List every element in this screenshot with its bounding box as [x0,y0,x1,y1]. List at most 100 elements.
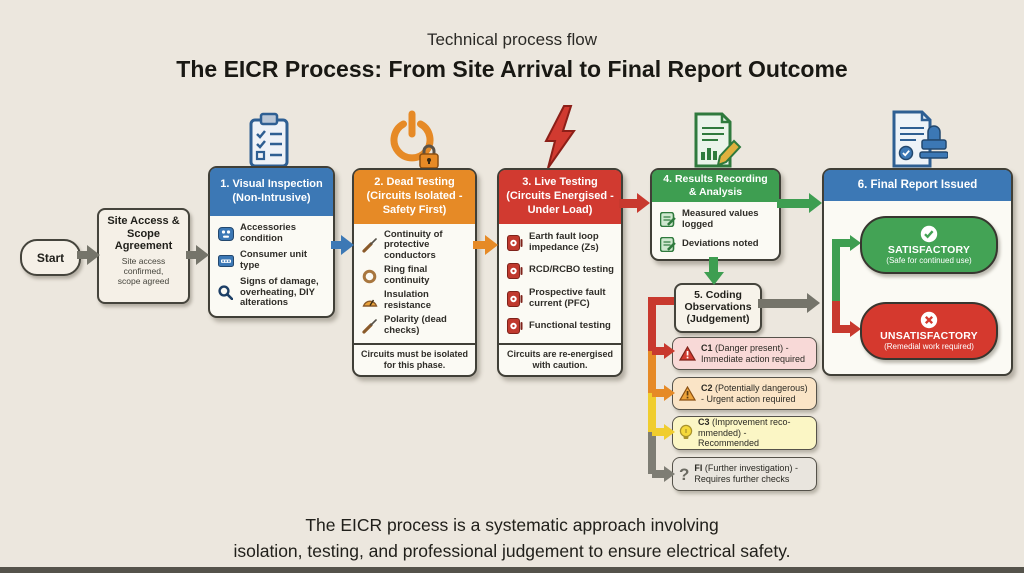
list-item-text: Earth fault loop impedance (Zs) [529,231,599,254]
arrow-stage4-to-stage5 [709,257,718,273]
arrow-stage1-to-stage2 [331,241,341,249]
list-item-text: Ring final continuity [384,264,430,287]
code-box-fi: ? FI (Further investigation) - Requires … [672,457,817,491]
unsatisfactory-label: UNSATISFACTORY [880,330,978,342]
check-circle-icon [920,225,938,243]
x-circle-icon [920,311,938,329]
warning-triangle-orange-icon [679,386,696,401]
arrow-stage2-to-stage3-head [485,235,498,255]
bottom-bar [0,567,1024,573]
connector-satisfactory-stub [832,239,852,247]
connector-unsatisfactory [832,301,840,329]
stage-5-title: 5. Coding Observations (Judgement) [684,289,752,326]
connector-unsatisfactory-stub [832,325,852,333]
arrow-site-to-stage1-head [196,245,209,265]
list-item: Continuity of protective conductors [361,228,468,263]
stage-2-header: 2. Dead Testing (Circuits Isolated - Saf… [354,170,475,224]
stage-3-live-testing: 3. Live Testing (Circuits Energised - Un… [497,168,623,377]
question-mark-icon: ? [679,464,690,484]
arrow-to-c1-head [664,343,675,359]
list-item: Deviations noted [659,236,772,252]
list-item-text: Deviations noted [682,237,759,249]
stage-1-visual-inspection: 1. Visual Inspection (Non-Intrusive) Acc… [208,166,335,318]
list-item-text: Consumer unit type [240,248,308,271]
code-c3-text: C3 (Improvement reco- mmended) - Recomme… [698,416,791,449]
stage-1-items: Accessories condition Consumer unit type… [210,216,333,316]
document-stamp-icon [892,110,948,168]
arrow-to-c3-head [664,424,675,440]
note-pencil-icon [659,236,676,252]
socket-icon [217,226,234,241]
stage-5-coding-observations: 5. Coding Observations (Judgement) [674,283,762,333]
arrow-to-c1 [652,347,664,355]
arrow-stage3-to-stage4 [619,199,637,208]
arrow-stage5-to-stage6-head [807,293,820,313]
arrow-start-to-site-head [87,245,100,265]
lightning-icon [544,105,576,169]
stage-4-results-recording: 4. Results Recording & Analysis Measured… [650,168,781,261]
list-item: Accessories condition [217,221,326,245]
bottom-caption: The EICR process is a systematic approac… [233,515,791,562]
magnifier-icon [217,285,234,301]
site-access-title: Site Access & Scope Agreement [107,215,180,253]
arrow-site-to-stage1 [186,251,196,259]
arrow-to-c2-head [664,385,675,401]
multimeter-icon [506,235,523,252]
list-item-text: Continuity of protective conductors [384,228,443,262]
stage-2-dead-testing: 2. Dead Testing (Circuits Isolated - Saf… [352,168,477,377]
list-item: Consumer unit type [217,248,326,272]
unsatisfactory-sub: (Remedial work required) [884,342,974,351]
arrow-stage4-to-stage6 [777,199,809,208]
satisfactory-sub: (Safe for continued use) [886,256,972,265]
code-box-c3: C3 (Improvement reco- mmended) - Recomme… [672,416,817,450]
coding-branch-top [650,297,674,305]
site-access-box: Site Access & Scope Agreement Site acces… [97,208,190,304]
connector-satisfactory [832,239,840,301]
arrow-stage3-to-stage4-head [637,193,650,213]
page-title: The EICR Process: From Site Arrival to F… [176,56,848,82]
arrow-stage4-to-stage5-head [704,272,724,285]
probe-icon [361,238,378,253]
coding-branch-gray [648,432,656,474]
clipboard-checklist-icon [249,112,289,168]
stage-3-note: Circuits are re-energised with caution. [499,342,621,376]
arrow-to-unsatisfactory-head [850,321,861,337]
note-pencil-icon [659,212,676,228]
start-label: Start [36,250,65,265]
list-item-text: Accessories condition [240,221,296,244]
list-item: Polarity (dead checks) [361,314,468,337]
lightbulb-icon [679,424,693,439]
diagram-subtitle: Technical process flow [426,30,598,49]
satisfactory-pill: SATISFACTORY (Safe for continued use) [860,216,998,274]
arrow-stage5-to-stage6 [758,299,807,308]
list-item: Earth fault loop impedance (Zs) [506,231,614,254]
code-fi-text: FI (Further investigation) - Requires fu… [694,463,798,484]
probe-icon [361,318,378,334]
ring-icon [361,269,378,284]
arrow-stage2-to-stage3 [473,241,485,249]
arrow-stage4-to-stage6-head [809,193,822,213]
list-item-text: Signs of damage, overheating, DIY altera… [240,275,319,309]
code-box-c2: C2 (Potentially dangerous) - Urgent acti… [672,377,817,410]
code-c1-text: C1 (Danger present) - Immediate action r… [701,342,806,364]
stage-1-header: 1. Visual Inspection (Non-Intrusive) [210,168,333,216]
gauge-icon [361,296,378,307]
arrow-to-satisfactory-head [850,235,861,251]
list-item-text: Measured values logged [682,208,759,230]
site-access-subtitle: Site access confirmed, scope agreed [117,255,170,287]
stage-3-items: Earth fault loop impedance (Zs) RCD/RCBO… [499,224,621,343]
multimeter-icon [506,318,523,335]
satisfactory-label: SATISFACTORY [887,244,971,256]
code-c2-text: C2 (Potentially dangerous) - Urgent acti… [701,382,808,404]
list-item: Functional testing [506,318,614,335]
document-pencil-icon [694,112,742,168]
code-box-c1: C1 (Danger present) - Immediate action r… [672,337,817,370]
arrow-to-c3 [652,428,664,436]
arrow-to-fi [652,470,664,478]
power-lock-icon [390,110,439,169]
list-item: Insulation resistance [361,289,468,312]
list-item: Signs of damage, overheating, DIY altera… [217,275,326,310]
arrow-start-to-site [77,251,87,259]
coding-branch-yellow [648,393,656,432]
